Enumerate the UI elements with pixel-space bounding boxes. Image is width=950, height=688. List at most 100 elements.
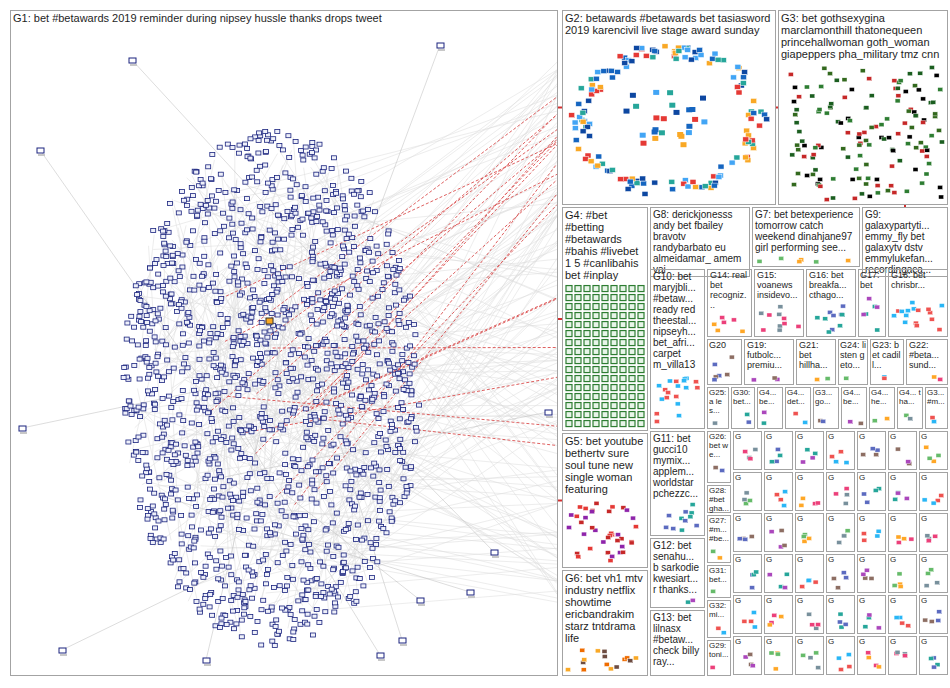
group-vertices (759, 305, 801, 332)
group-vertices (742, 491, 752, 506)
red-edge-bundle (208, 97, 558, 505)
group-vertices (892, 572, 903, 589)
group-label: G (797, 433, 822, 442)
group-vertices (836, 653, 852, 672)
group-vertices (767, 613, 784, 627)
group-vertices (895, 447, 911, 466)
group-box: G3: bet gothsexygina marclamonthill that… (778, 10, 948, 205)
group-box: G1: bet #betawards 2019 reminder during … (10, 10, 558, 676)
group-box: G31: bet... (707, 565, 731, 598)
group-label: G (766, 638, 791, 647)
group-vertices (713, 421, 718, 425)
group-vertices (922, 494, 944, 506)
group-box: G13: bet lilnasx #betaw... check billy r… (650, 610, 705, 676)
group-label: G (828, 556, 853, 565)
group-vertices (737, 535, 754, 542)
group-box: G (795, 472, 824, 511)
group-box: G (733, 636, 762, 675)
group-label: G17: bet (860, 271, 884, 291)
group-box: G25: a les... (707, 387, 729, 429)
group-vertices (569, 44, 770, 197)
group-label: G (890, 515, 915, 524)
group-box: G (826, 554, 855, 593)
group-box: G (733, 472, 762, 511)
group-box: G10: bet maryjbli... #betaw... ready red… (650, 269, 705, 429)
group-vertices (861, 447, 880, 457)
group-label: G (766, 433, 791, 442)
group-label: G (797, 638, 822, 647)
group-box: G28: #bet gha... (707, 485, 731, 513)
group-box: G14: real bet recogniz... (707, 269, 752, 337)
group-vertices (751, 376, 780, 382)
group-box: G (764, 554, 793, 593)
group-box: G (795, 636, 824, 675)
group-vertices (872, 417, 889, 423)
group-box: G (826, 472, 855, 511)
group-label: G (766, 597, 791, 606)
group-label: G4... be... (759, 389, 781, 407)
group-box: G19: futbolc... premiu... (744, 339, 794, 385)
group-vertices (882, 375, 887, 380)
group-box: G (888, 513, 917, 552)
group-label: G (735, 515, 760, 524)
group-box: G (857, 636, 886, 675)
group-vertices (930, 416, 937, 424)
group-box: G (888, 595, 917, 634)
group-vertices (801, 651, 821, 670)
group-label: G18: bet chrisbr... (891, 271, 945, 291)
group-vertices (654, 376, 700, 423)
group-label: G (735, 474, 760, 483)
group-box: G (733, 431, 762, 470)
group-box: G (888, 431, 917, 470)
group-box: G3... #m... (925, 387, 948, 429)
group-label: G3: bet gothsexygina marclamonthill that… (781, 12, 945, 60)
group-vertices (743, 448, 758, 461)
group-vertices (713, 466, 725, 473)
group-box: G (764, 472, 793, 511)
group-label: G11: bet gucci10 mymix... applem... worl… (653, 433, 702, 499)
group-box: G23: bet cadill... (870, 339, 904, 385)
group-label: G16: bet breakfa... cthago... (809, 271, 853, 301)
group-label: G28: #bet gha... (709, 487, 729, 513)
group-vertices (769, 529, 787, 549)
group-vertices (925, 534, 938, 543)
group-box: G5: bet youtube bethertv sure soul tune … (562, 433, 648, 568)
group-box: G (826, 431, 855, 470)
group-label: G (766, 474, 791, 483)
group-vertices (712, 316, 745, 334)
group-label: G (921, 556, 946, 565)
group-box: G (919, 513, 948, 552)
group-vertices (834, 487, 850, 506)
group-box: G (857, 554, 886, 593)
group-vertices (896, 535, 914, 545)
group-label: G (828, 433, 853, 442)
group-vertices (750, 570, 759, 590)
group-box: G4: #bet #betting #betawards #bahis #liv… (562, 207, 648, 431)
group-vertices (566, 648, 639, 672)
group-box: G21: bet hillha... (796, 339, 836, 385)
group-label: G (859, 638, 884, 647)
group-label: G (890, 597, 915, 606)
group-label: G (797, 597, 822, 606)
group-label: G (828, 638, 853, 647)
group-box: G (733, 595, 762, 634)
group-box: G (795, 431, 824, 470)
group-vertices (861, 568, 874, 580)
group-box: G (733, 554, 762, 593)
group-vertices (742, 611, 757, 630)
group-box: G (826, 513, 855, 552)
group-label: G (735, 433, 760, 442)
group-label: G30: bet... (733, 389, 753, 407)
group-label: G2: betawards #betawards bet tasiasword … (565, 12, 773, 36)
group-vertices (892, 301, 945, 332)
group-vertices (844, 376, 849, 380)
group-box: G (919, 595, 948, 634)
group-vertices (793, 412, 808, 425)
group-label: G15: voanews insidevo... (757, 271, 801, 301)
group-vertices (801, 448, 818, 464)
group-label: G (890, 556, 915, 565)
group-vertices (801, 533, 811, 544)
group-vertices (807, 612, 821, 630)
group-box: G (857, 513, 886, 552)
group-vertices (799, 496, 820, 507)
